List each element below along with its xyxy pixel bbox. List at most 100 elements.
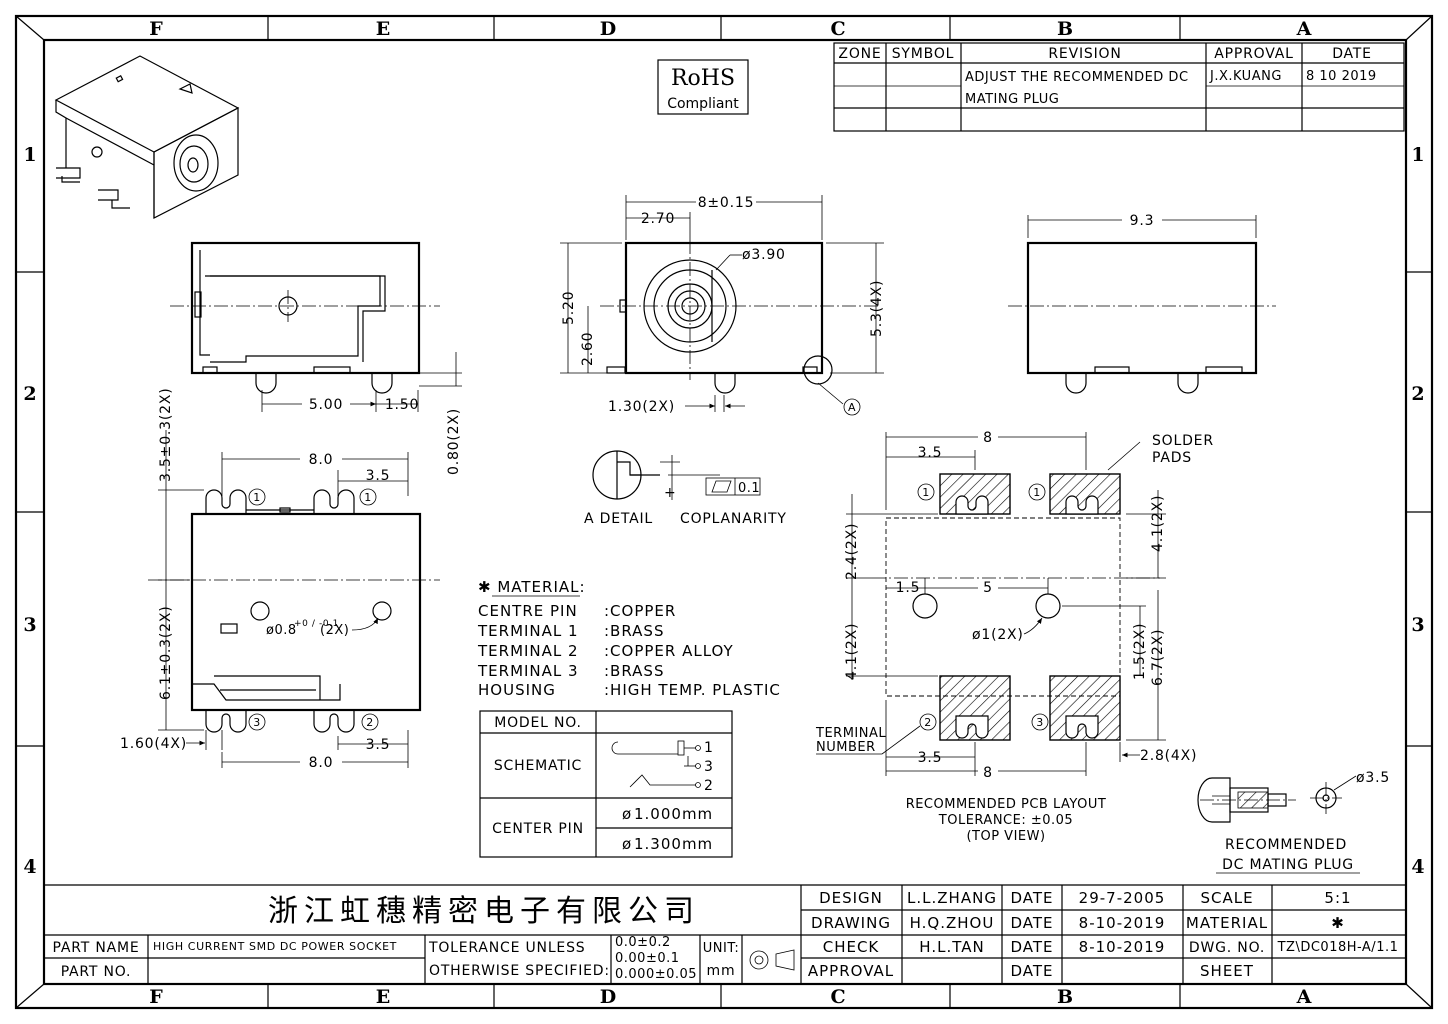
pcb-dim-hole: ø1(2X) [972,627,1024,643]
tb-check-date-label: DATE [1010,938,1053,956]
dim-bottom-1-60: 1.60(4X) [120,736,187,752]
tb-design-name: L.L.ZHANG [907,889,997,907]
pcb-layout: 1 1 2 3 8 3.5 SOLDER PADS 2.4(2X) 4.1(2X… [815,429,1214,844]
zone-col-top: E [376,18,390,40]
pin-size-2-prefix: ø [622,835,632,853]
zone-row-right: 3 [1411,614,1424,636]
tb-design-label: DESIGN [819,889,883,907]
dim-bottom-top-8: 8.0 [309,452,334,468]
dim-front-side: 5.3(4X) [869,280,885,337]
plug-dia: ø3.5 [1356,770,1390,786]
detail-ref-a: A [848,401,856,414]
material-row-value: :BRASS [604,662,664,680]
zone-col-top: B [1057,18,1073,40]
tb-unit-label: UNIT: [703,941,739,956]
solder-pad [1049,675,1121,741]
tb-sheet-label: SHEET [1200,962,1254,980]
material-row-value: :BRASS [604,622,664,640]
plus-sign: + [664,485,677,501]
zone-row-left: 4 [23,856,36,878]
solder-pad [939,473,1011,515]
rohs-stamp: RoHS Compliant [657,59,749,115]
left-side-view: 5.00 1.50 0.80(2X) [170,241,462,475]
svg-text:1: 1 [1033,486,1041,499]
tb-check-label: CHECK [823,938,880,956]
material-list: ✱ MATERIAL: CENTRE PIN :COPPER TERMINAL … [477,578,781,699]
material-row-name: TERMINAL 2 [477,642,579,660]
a-detail-label: A DETAIL [584,511,653,527]
rev-header-zone: ZONE [838,46,881,62]
pcb-dim-6-7: 6.7(2X) [1150,629,1166,686]
model-table: MODEL NO. SCHEMATIC CENTER PIN ø 1.000mm… [479,710,733,858]
rev-header-approval: APPROVAL [1214,46,1293,62]
rev-header-date: DATE [1332,46,1372,62]
dim-front-offset: 2.70 [641,211,675,227]
dim-bottom-hole-tol: +0 / -0.1 [294,619,339,629]
pcb-caption-2: TOLERANCE: ±0.05 [938,813,1073,828]
pcb-terminal-number-label: TERMINAL [815,726,886,741]
tb-check-name: H.L.TAN [919,938,984,956]
zone-row-left: 3 [23,614,36,636]
zone-col-bottom: E [376,986,390,1008]
tb-tol-value-3: 0.000±0.05 [615,967,697,982]
rev-description-line1: ADJUST THE RECOMMENDED DC [965,70,1189,85]
company-name: 浙江虹穗精密电子有限公司 [268,894,700,929]
pcb-caption-1: RECOMMENDED PCB LAYOUT [906,797,1107,812]
svg-text:1: 1 [364,491,372,504]
schematic-pin-2: 2 [704,778,714,794]
pin-size-2: 1.300mm [634,835,713,853]
tb-design-date: 29-7-2005 [1079,889,1166,907]
material-row-value: :COPPER [604,602,676,620]
dim-front-pin: 1.30(2X) [608,399,675,415]
dim-bottom-hole: ø0.8 [266,623,297,638]
isometric-view [54,55,240,219]
material-row-value: :HIGH TEMP. PLASTIC [604,681,781,699]
drawing-frame [14,14,1434,1010]
pin-size-1-prefix: ø [622,805,632,823]
pcb-solder-pads-label: SOLDER [1152,433,1214,449]
tb-approval-label: APPROVAL [808,962,894,980]
dim-bottom-8: 8.0 [309,755,334,771]
plug-caption-2: DC MATING PLUG [1222,857,1354,873]
pcb-solder-pads-label2: PADS [1152,450,1192,466]
zone-labels: F E D C B A F E D C B A 1 2 3 4 1 2 3 4 [23,18,1424,1008]
material-row-name: TERMINAL 3 [477,662,579,680]
tb-part-no-label: PART NO. [61,964,132,980]
tb-part-name: HIGH CURRENT SMD DC POWER SOCKET [153,940,397,953]
tb-tol-value-1: 0.0±0.2 [615,935,671,950]
tb-scale-label: SCALE [1200,889,1253,907]
zone-col-bottom: A [1296,986,1312,1008]
dim-front-width: 8±0.15 [698,195,755,211]
svg-text:3: 3 [253,716,261,729]
revision-table: ZONE SYMBOL REVISION APPROVAL DATE ADJUS… [833,42,1405,132]
tb-scale: 5:1 [1324,889,1351,907]
tb-tolerance-2: OTHERWISE SPECIFIED: [429,963,610,979]
pcb-dim-4-1: 4.1(2X) [1150,495,1166,552]
dim-left-0-80: 0.80(2X) [446,408,462,475]
pcb-dim-bottom-8: 8 [983,765,993,781]
zone-col-top: C [830,18,845,40]
pcb-caption-3: (TOP VIEW) [966,829,1045,844]
tb-material-label: MATERIAL [1186,914,1268,932]
zone-col-top: F [149,18,163,40]
tb-tolerance-1: TOLERANCE UNLESS [428,940,585,956]
zone-row-left: 1 [23,144,36,166]
zone-col-bottom: F [149,986,163,1008]
svg-text:1: 1 [922,486,930,499]
dc-mating-plug: ø3.5 RECOMMENDED DC MATING PLUG [1197,770,1390,874]
tb-material: ✱ [1331,914,1345,932]
rev-header-symbol: SYMBOL [892,46,955,62]
rev-description-line2: MATING PLUG [965,92,1059,107]
material-row-value: :COPPER ALLOY [604,642,734,660]
tb-drawing-date-label: DATE [1010,914,1053,932]
pcb-dim-4x: 4.1(2X) [844,623,860,680]
tb-dwg-label: DWG. NO. [1189,940,1265,956]
material-row-name: HOUSING [478,681,556,699]
front-view: A 8±0.15 2.70 ø3.90 5.20 2.60 5.3(4X) 1.… [560,194,885,416]
zone-col-bottom: C [830,986,845,1008]
tb-dwg-no: TZ\DC018H-A/1.1 [1277,940,1399,955]
tb-tol-value-2: 0.00±0.1 [615,951,680,966]
svg-text:1: 1 [253,491,261,504]
material-row-name: TERMINAL 1 [477,622,579,640]
